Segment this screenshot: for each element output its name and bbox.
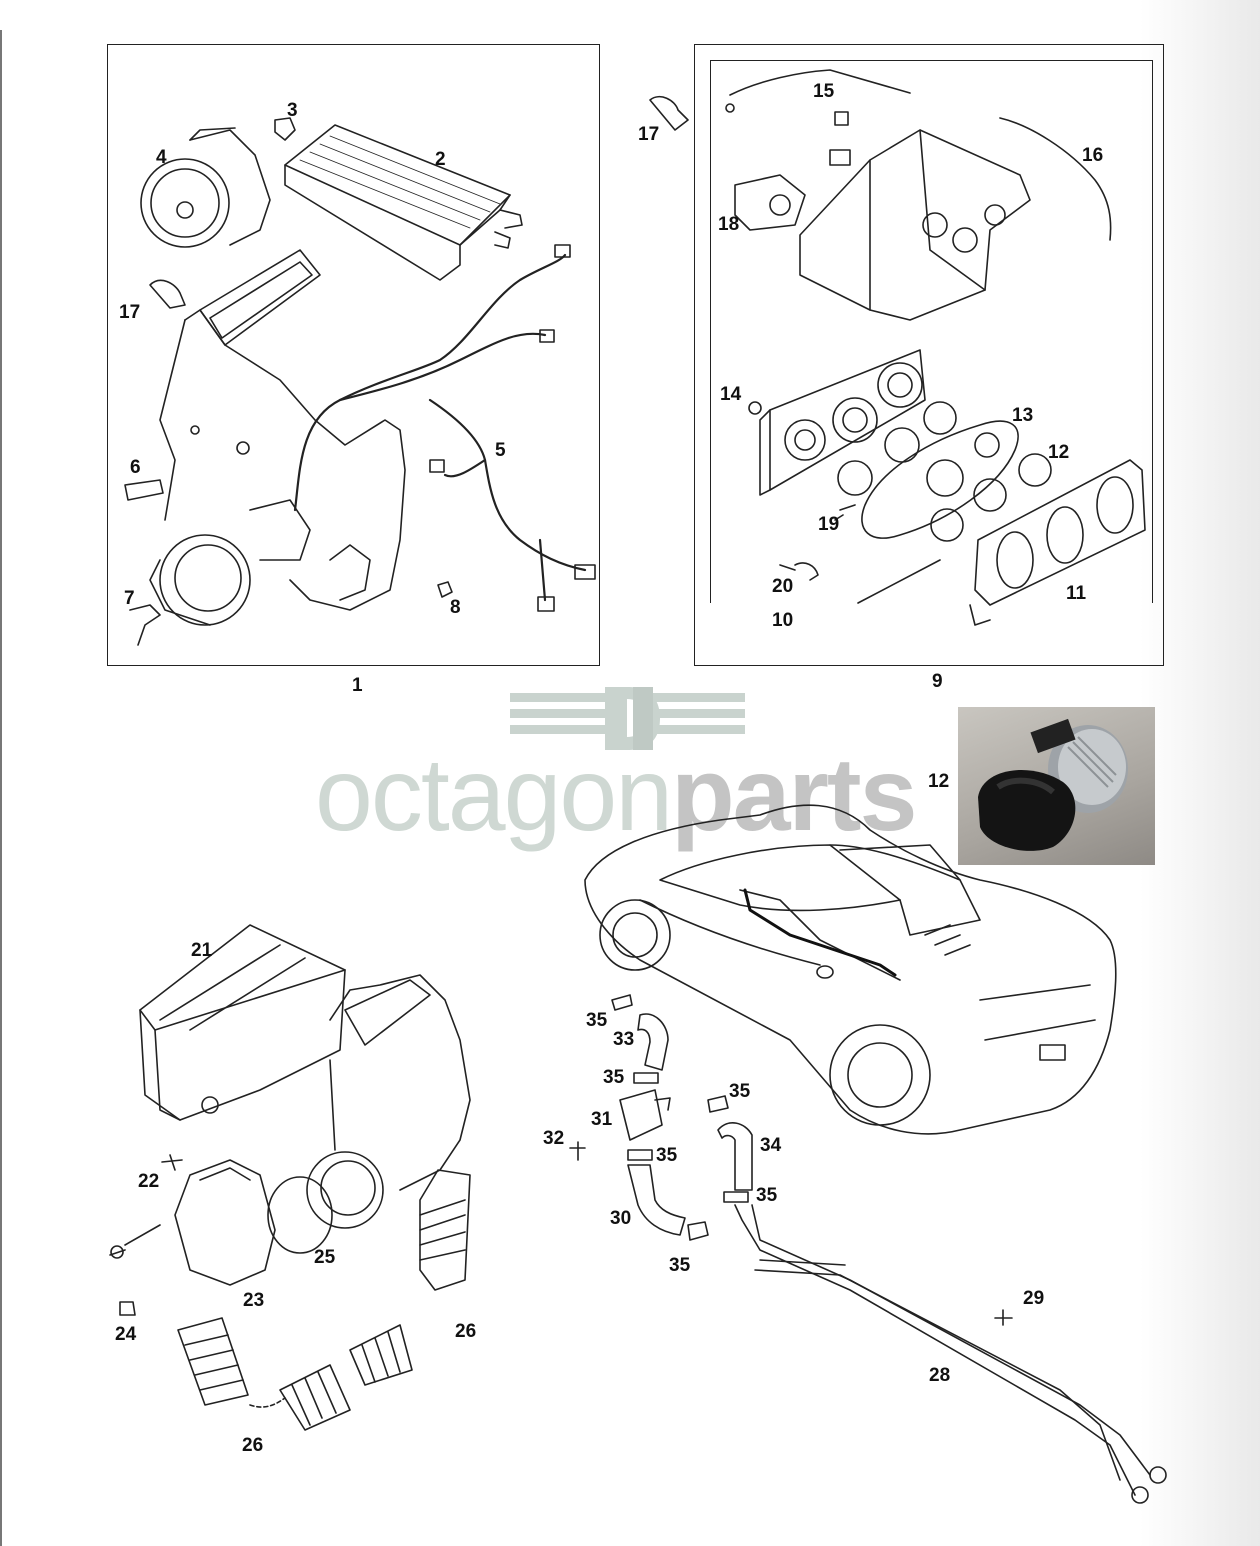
control-unit-drawing <box>725 69 1146 626</box>
part-label-3: 3 <box>287 100 298 121</box>
part-label-10: 10 <box>772 610 794 631</box>
part-label-26: 26 <box>455 1321 477 1342</box>
bellows-hose-drawing <box>177 1169 471 1431</box>
part-label-30: 30 <box>610 1208 632 1229</box>
part-label-2: 2 <box>435 149 446 170</box>
part-label-17: 17 <box>119 302 141 323</box>
knob-photo <box>958 707 1155 865</box>
part-label-9: 9 <box>932 671 943 692</box>
wiring-harness-drawing <box>293 253 587 602</box>
part-label-33: 33 <box>613 1029 635 1050</box>
brand-word-light: octagon <box>315 737 673 853</box>
part-label-4: 4 <box>156 147 167 168</box>
part-label-12-photo: 12 <box>928 771 950 792</box>
part-label-25: 25 <box>314 1247 336 1268</box>
blower-motor-drawing <box>140 127 271 248</box>
part-label-17-right: 17 <box>638 124 660 145</box>
part-label-12: 12 <box>1048 442 1070 463</box>
part-label-35-b: 35 <box>603 1067 625 1088</box>
brand-wordmark: octagonparts <box>315 743 917 847</box>
part-label-14: 14 <box>720 384 742 405</box>
part-label-31: 31 <box>591 1109 613 1130</box>
heater-assembly-panel <box>107 44 600 666</box>
car-drawing <box>584 804 1117 1135</box>
heater-matrix-drawing <box>284 124 523 281</box>
part-label-35-d: 35 <box>656 1145 678 1166</box>
part-label-11: 11 <box>1066 583 1087 604</box>
part-label-24: 24 <box>115 1324 137 1345</box>
part-label-20: 20 <box>772 576 794 597</box>
page-edge-shade <box>1140 0 1260 1546</box>
part-label-28: 28 <box>929 1365 951 1386</box>
part-label-1: 1 <box>352 675 363 696</box>
part-label-35-f: 35 <box>669 1255 691 1276</box>
octagonparts-logo: octagonparts <box>315 685 955 865</box>
control-unit-subpanel <box>710 60 1153 603</box>
part-label-35-a: 35 <box>586 1010 608 1031</box>
part-label-13: 13 <box>1012 405 1034 426</box>
part-label-32: 32 <box>543 1128 565 1149</box>
control-panel-panel <box>694 44 1164 666</box>
part-label-26-lower: 26 <box>242 1435 264 1456</box>
part-label-35-e: 35 <box>756 1185 778 1206</box>
heater-case-lower-drawing <box>139 924 471 1229</box>
part-label-15: 15 <box>813 81 835 102</box>
part-label-16: 16 <box>1082 145 1104 166</box>
part-label-34: 34 <box>760 1135 782 1156</box>
part-label-29: 29 <box>1023 1288 1045 1309</box>
part-label-21: 21 <box>191 940 213 961</box>
part-label-19: 19 <box>818 514 840 535</box>
brand-word-bold: parts <box>671 737 917 853</box>
part-label-35-c: 35 <box>729 1081 751 1102</box>
part-label-8: 8 <box>450 597 461 618</box>
part-label-7: 7 <box>124 588 135 609</box>
part-label-6: 6 <box>130 457 141 478</box>
part-label-18: 18 <box>718 214 740 235</box>
part-label-5: 5 <box>495 440 506 461</box>
page-left-border <box>0 30 2 1546</box>
part-label-23: 23 <box>243 1290 265 1311</box>
part-label-22: 22 <box>138 1171 160 1192</box>
coolant-hose-drawing <box>569 994 1167 1504</box>
heater-case-drawing <box>149 249 406 626</box>
